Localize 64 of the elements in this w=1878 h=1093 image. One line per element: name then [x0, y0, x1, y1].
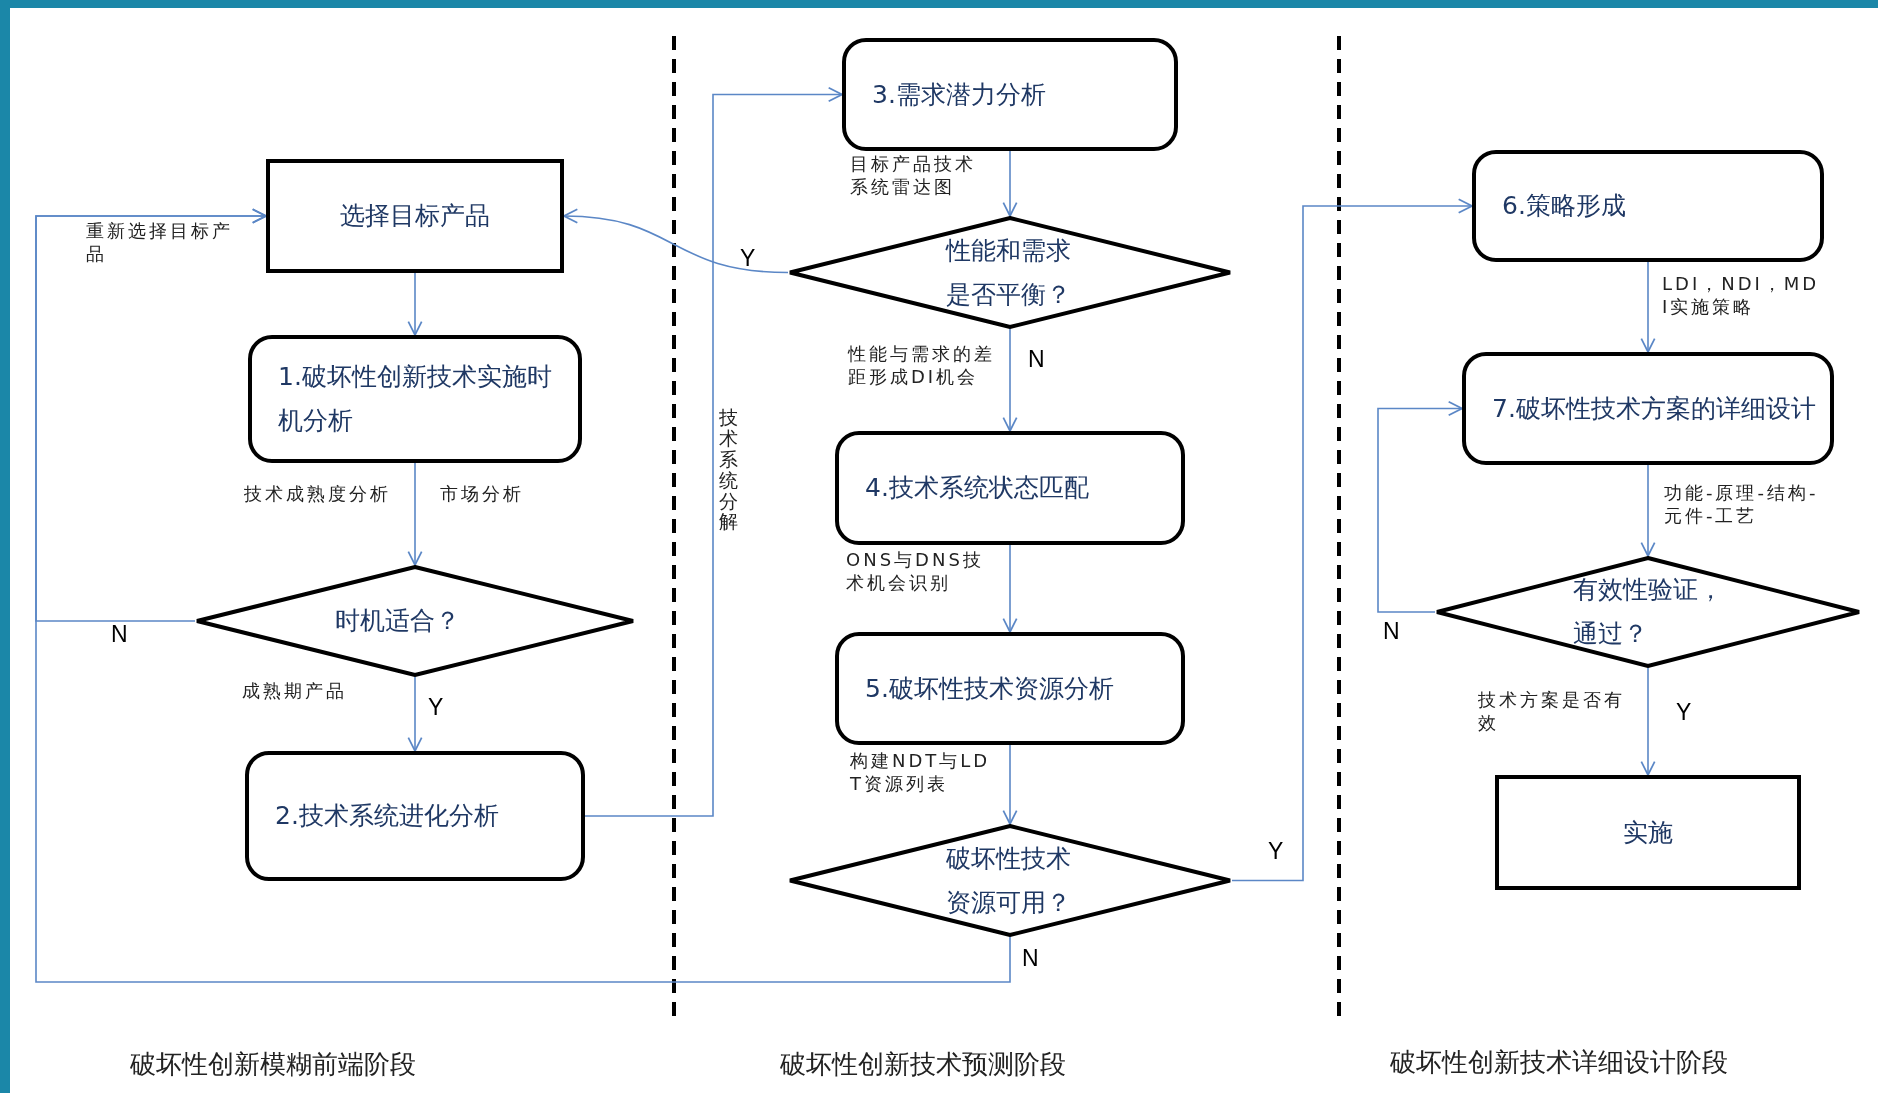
edge-label: Y: [1676, 698, 1693, 727]
process-box: [1495, 775, 1801, 890]
edge-label: N: [111, 620, 129, 649]
annotation-text: 性能与需求的差距形成DI机会: [848, 342, 996, 389]
edge-label: 技术成熟度分析: [244, 482, 392, 506]
process-box: [842, 38, 1178, 151]
edge-label: N: [1028, 345, 1046, 374]
node-label: 1.破坏性创新技术实施时机分析: [278, 361, 553, 437]
phase-label: 破坏性创新技术预测阶段: [780, 1048, 1066, 1081]
node-label: 7.破坏性技术方案的详细设计: [1492, 392, 1816, 425]
arrow: [407, 272, 423, 336]
arrow: [1377, 400, 1463, 613]
arrow: [1002, 328, 1018, 432]
edge-label: Y: [428, 693, 445, 722]
edge-label: 功能-原理-结构-元件-工艺: [1664, 481, 1820, 528]
process-box: [1472, 150, 1824, 262]
node-label: 时机适合？: [335, 605, 461, 638]
edge-label: ONS与DNS技术机会识别: [846, 548, 985, 595]
arrow: [407, 676, 423, 752]
decision-diamond: [788, 824, 1232, 937]
process-box: [245, 751, 585, 881]
edge-label: 构建NDT与LDT资源列表: [850, 749, 992, 796]
arrow: [1231, 198, 1473, 882]
process-box: [266, 159, 564, 273]
edge-label: LDI，NDI，MDI实施策略: [1662, 272, 1821, 319]
annotation-text: 技术方案是否有效: [1478, 688, 1626, 735]
node-label: 破坏性技术资源可用？: [946, 842, 1072, 919]
phase-label: 破坏性创新技术详细设计阶段: [1390, 1046, 1728, 1079]
annotation-text: 市场分析: [440, 482, 525, 506]
annotation-text: 成熟期产品: [242, 679, 348, 703]
arrow: [563, 209, 789, 274]
node-label: 3.需求潜力分析: [872, 78, 1046, 111]
edge-label: N: [1022, 944, 1040, 973]
annotation-text: 重新选择目标产品: [86, 219, 234, 266]
node-label: 2.技术系统进化分析: [275, 800, 499, 833]
process-box: [835, 632, 1185, 745]
node-label: 实施: [1623, 816, 1673, 849]
arrow: [35, 208, 1011, 983]
phase-label: 破坏性创新模糊前端阶段: [130, 1048, 416, 1081]
node-label: 选择目标产品: [340, 200, 490, 233]
node-label: 性能和需求是否平衡？: [946, 234, 1072, 311]
arrow: [1002, 744, 1018, 825]
edge-label: 技术系统分解: [719, 407, 738, 533]
decision-diamond: [788, 216, 1232, 329]
edge-label: 目标产品技术系统雷达图: [850, 152, 977, 199]
arrow: [407, 462, 423, 566]
node-label: 有效性验证，通过？: [1573, 574, 1723, 650]
decision-diamond: [1435, 556, 1861, 668]
node-label: 5.破坏性技术资源分析: [865, 672, 1114, 705]
arrow: [1640, 261, 1656, 353]
process-box: [835, 431, 1185, 545]
arrow: [1002, 544, 1018, 633]
arrow: [1640, 667, 1656, 776]
process-box: [1462, 352, 1834, 465]
process-box: [248, 335, 582, 463]
node-label: 4.技术系统状态匹配: [865, 472, 1089, 505]
edge-label: N: [1383, 617, 1401, 646]
edge-label: Y: [740, 244, 757, 273]
edge-label: Y: [1268, 837, 1285, 866]
arrow: [1640, 464, 1656, 557]
node-label: 6.策略形成: [1502, 190, 1626, 223]
decision-diamond: [195, 565, 635, 677]
arrow: [1002, 150, 1018, 217]
arrow: [584, 86, 843, 817]
